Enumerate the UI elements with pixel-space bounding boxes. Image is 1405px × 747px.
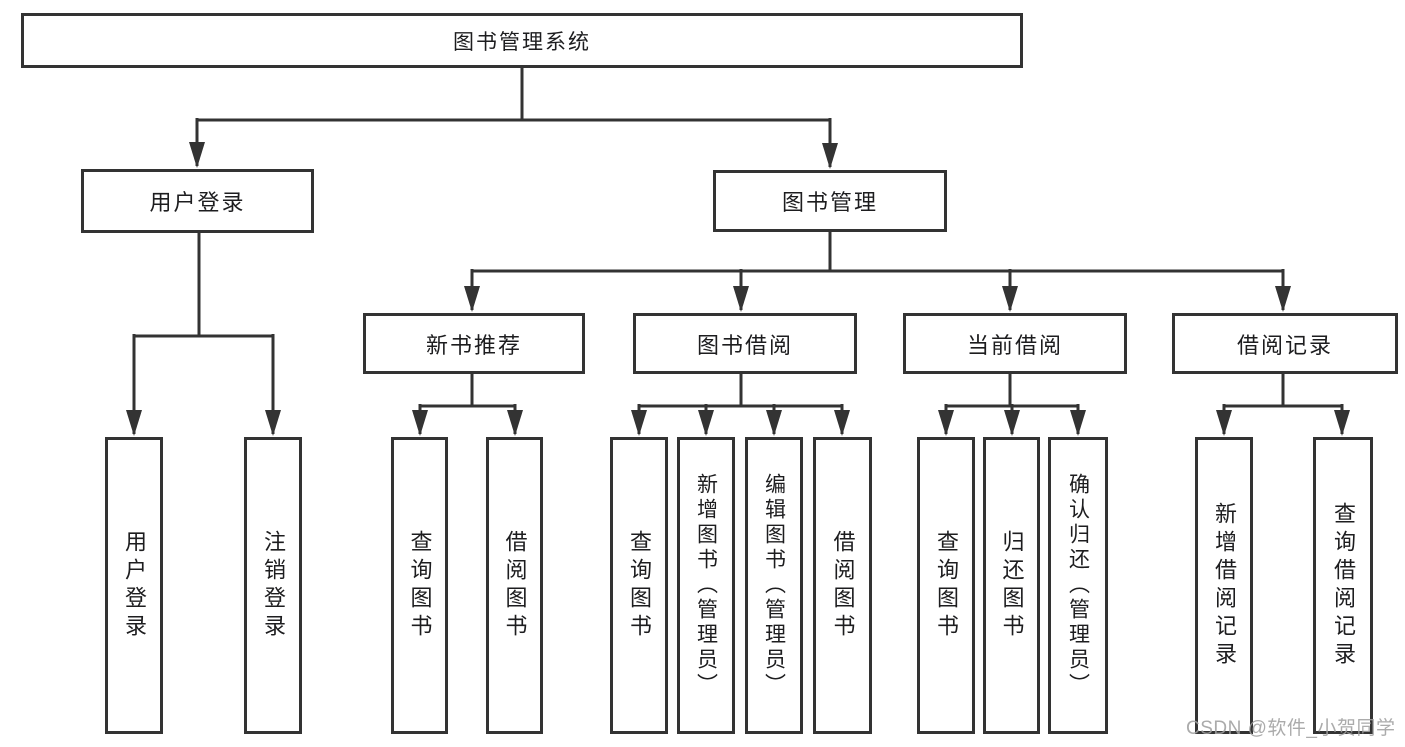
leaf-user-login: 用户登录 (105, 437, 163, 734)
node-book-management: 图书管理 (713, 170, 947, 232)
node-label: 借阅记录 (1236, 332, 1333, 358)
leaf-label: 借阅图书 (502, 529, 528, 642)
leaf-bb-add-books-admin: 新增图书（管理员） (677, 437, 735, 734)
leaf-nb-query-books: 查询图书 (391, 437, 448, 734)
leaf-label: 查询借阅记录 (1331, 501, 1356, 670)
leaf-bb-borrow-books: 借阅图书 (813, 437, 872, 734)
leaf-label: 查询图书 (934, 529, 959, 642)
leaf-label: 用户登录 (122, 529, 147, 642)
connector-current-borrowing (946, 373, 1078, 408)
node-borrowing-records: 借阅记录 (1172, 313, 1398, 374)
connector-user-login (134, 233, 273, 338)
node-book-borrowing: 图书借阅 (633, 313, 857, 374)
leaf-cb-return-books: 归还图书 (983, 437, 1040, 734)
node-current-borrowing: 当前借阅 (903, 313, 1127, 374)
connector-new-book (420, 374, 515, 408)
leaf-cb-query-books: 查询图书 (917, 437, 975, 734)
leaf-label: 借阅图书 (830, 529, 856, 642)
leaf-label: 新增借阅记录 (1212, 501, 1237, 670)
leaf-bb-edit-books-admin: 编辑图书（管理员） (745, 437, 803, 734)
leaf-label: 查询图书 (407, 529, 433, 642)
leaf-nb-borrow-books: 借阅图书 (486, 437, 543, 734)
leaf-cb-confirm-return-admin: 确认归还（管理员） (1048, 437, 1108, 734)
node-new-book-recommend: 新书推荐 (363, 313, 585, 374)
leaf-label: 编辑图书（管理员） (762, 473, 786, 698)
node-label: 当前借阅 (966, 332, 1063, 358)
leaf-label: 新增图书（管理员） (694, 473, 718, 698)
connector-book-management (472, 232, 1283, 273)
connector-root (197, 68, 830, 122)
leaf-label: 确认归还（管理员） (1066, 473, 1090, 698)
node-label: 图书管理 (781, 190, 878, 215)
connector-book-borrowing (639, 373, 842, 408)
leaf-br-query-record: 查询借阅记录 (1313, 437, 1373, 734)
leaf-label: 注销登录 (261, 529, 286, 642)
node-label: 图书借阅 (696, 332, 793, 358)
leaf-label: 查询图书 (627, 529, 652, 642)
connector-borrowing-records (1224, 374, 1342, 408)
leaf-label: 归还图书 (999, 529, 1025, 642)
node-library-management-system: 图书管理系统 (21, 13, 1023, 68)
leaf-logout: 注销登录 (244, 437, 302, 734)
leaf-br-add-record: 新增借阅记录 (1195, 437, 1253, 734)
watermark: CSDN @软件_小贺同学 (1186, 718, 1396, 739)
node-label: 新书推荐 (425, 332, 522, 358)
node-label: 图书管理系统 (453, 30, 591, 54)
leaf-bb-query-books: 查询图书 (610, 437, 668, 734)
node-label: 用户登录 (149, 190, 246, 215)
node-user-login: 用户登录 (81, 169, 314, 233)
